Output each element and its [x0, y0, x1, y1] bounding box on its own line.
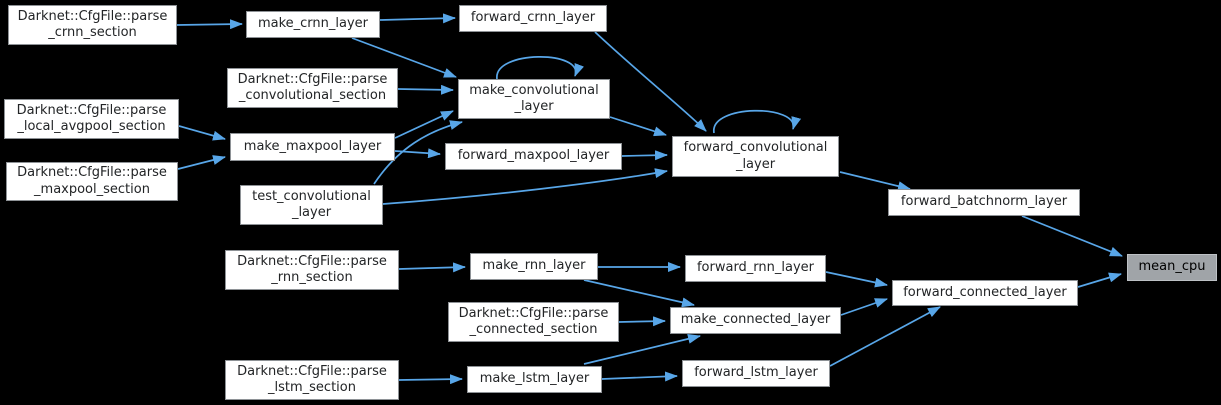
node-label: Darknet::CfgFile::parse [17, 165, 167, 180]
node-label: Darknet::CfgFile::parse [17, 8, 168, 24]
node-forward-lstm-layer[interactable]: forward_lstm_layer [682, 360, 830, 387]
edge-make-convolutional-layer-self-loop [496, 56, 584, 80]
edge-forward-convolutional-layer-to-forward-batchnorm-layer [839, 171, 911, 192]
edge-forward-convolutional-layer-self-loop [713, 109, 802, 134]
edge-make-connected-layer-to-forward-connected-layer [840, 298, 888, 316]
node-make-maxpool-layer[interactable]: make_maxpool_layer [230, 133, 395, 161]
node-forward-rnn-layer[interactable]: forward_rnn_layer [685, 255, 826, 282]
node-label: Darknet::CfgFile::parse [237, 253, 387, 269]
edge-forward-rnn-layer-to-forward-connected-layer [825, 271, 888, 288]
node-label: forward_convolutional [683, 140, 828, 155]
node-make-lstm-layer[interactable]: make_lstm_layer [467, 366, 602, 393]
node-parse-connected-section[interactable]: Darknet::CfgFile::parse_connected_sectio… [448, 302, 619, 342]
edge-parse-rnn-section-to-make-rnn-layer [398, 262, 466, 273]
edge-make-rnn-layer-to-make-connected-layer [583, 279, 695, 308]
node-forward-batchnorm-layer[interactable]: forward_batchnorm_layer [888, 189, 1080, 216]
edge-parse-convolutional-section-to-make-convolutional-layer [397, 84, 454, 95]
edge-parse-connected-section-to-make-connected-layer [618, 316, 666, 327]
node-label: mean_cpu [1138, 259, 1206, 275]
node-make-rnn-layer[interactable]: make_rnn_layer [470, 253, 598, 280]
node-label: make_connected_layer [680, 312, 831, 328]
edge-parse-maxpool-section-to-make-maxpool-layer [177, 155, 226, 170]
edge-make-convolutional-layer-to-forward-convolutional-layer [609, 116, 667, 137]
node-parse-convolutional-section[interactable]: Darknet::CfgFile::parse_convolutional_se… [227, 68, 398, 108]
node-label: _lstm_section [268, 380, 356, 395]
edge-test-convolutional-layer-to-forward-convolutional-layer [382, 168, 668, 205]
edge-parse-local-avgpool-section-to-make-maxpool-layer [178, 125, 226, 141]
node-make-crnn-layer[interactable]: make_crnn_layer [246, 11, 380, 38]
node-label: forward_rnn_layer [696, 260, 815, 276]
node-label: Darknet::CfgFile::parse [237, 363, 387, 379]
node-make-connected-layer[interactable]: make_connected_layer [670, 307, 841, 334]
node-label: Darknet::CfgFile::parse [16, 102, 167, 118]
edge-make-lstm-layer-to-forward-lstm-layer [601, 371, 678, 382]
edge-make-maxpool-layer-to-make-convolutional-layer [394, 110, 454, 139]
edge-make-crnn-layer-to-make-convolutional-layer [351, 37, 457, 78]
edge-forward-maxpool-layer-to-forward-convolutional-layer [621, 150, 668, 161]
edge-parse-crnn-section-to-make-crnn-layer [176, 19, 243, 30]
node-parse-maxpool-section[interactable]: Darknet::CfgFile::parse_maxpool_section [6, 162, 178, 201]
node-label: test_convolutional [252, 188, 371, 204]
node-label: _local_avgpool_section [17, 119, 166, 134]
node-parse-lstm-section[interactable]: Darknet::CfgFile::parse_lstm_section [225, 360, 399, 400]
node-label: _convolutional_section [238, 88, 387, 103]
node-forward-connected-layer[interactable]: forward_connected_layer [892, 280, 1078, 306]
edge-forward-connected-layer-to-mean-cpu [1077, 272, 1122, 288]
edge-make-crnn-layer-to-forward-crnn-layer [379, 13, 456, 24]
node-parse-local-avgpool-section[interactable]: Darknet::CfgFile::parse_local_avgpool_se… [4, 99, 179, 139]
node-label: _maxpool_section [34, 181, 150, 197]
node-label: Darknet::CfgFile::parse [237, 71, 388, 87]
node-label: make_rnn_layer [482, 258, 586, 274]
node-forward-crnn-layer[interactable]: forward_crnn_layer [459, 5, 607, 32]
node-forward-convolutional-layer[interactable]: forward_convolutional_layer [672, 136, 839, 177]
node-label: _layer [291, 205, 332, 220]
edge-parse-lstm-section-to-make-lstm-layer [398, 374, 463, 385]
edge-forward-lstm-layer-to-forward-connected-layer [829, 306, 941, 367]
node-test-convolutional-layer[interactable]: test_convolutional_layer [240, 185, 383, 225]
node-label: make_crnn_layer [257, 16, 369, 32]
node-label: _rnn_section [271, 270, 353, 285]
node-parse-crnn-section[interactable]: Darknet::CfgFile::parse_crnn_section [8, 5, 177, 45]
edge-forward-crnn-layer-to-forward-convolutional-layer [594, 31, 707, 132]
edge-forward-batchnorm-layer-to-mean-cpu [1021, 215, 1123, 257]
node-label: make_convolutional [469, 82, 599, 98]
node-label: forward_connected_layer [903, 284, 1067, 300]
node-label: make_lstm_layer [479, 371, 590, 387]
node-label: _crnn_section [48, 25, 137, 40]
node-label: forward_batchnorm_layer [900, 194, 1068, 210]
node-label: make_maxpool_layer [243, 138, 382, 154]
edge-test-convolutional-layer-to-make-convolutional-layer [373, 120, 463, 185]
node-label: _layer [514, 99, 554, 114]
node-make-convolutional-layer[interactable]: make_convolutional_layer [458, 79, 610, 119]
node-label: forward_lstm_layer [694, 365, 818, 381]
node-label: forward_maxpool_layer [457, 148, 610, 164]
node-label: Darknet::CfgFile::parse [458, 305, 609, 321]
node-parse-rnn-section[interactable]: Darknet::CfgFile::parse_rnn_section [225, 250, 399, 290]
edge-make-lstm-layer-to-make-connected-layer [583, 333, 701, 365]
node-forward-maxpool-layer[interactable]: forward_maxpool_layer [445, 143, 622, 170]
node-label: _layer [735, 156, 776, 172]
node-label: _connected_section [469, 322, 598, 337]
node-mean-cpu: mean_cpu [1127, 254, 1217, 281]
node-label: forward_crnn_layer [470, 10, 596, 26]
